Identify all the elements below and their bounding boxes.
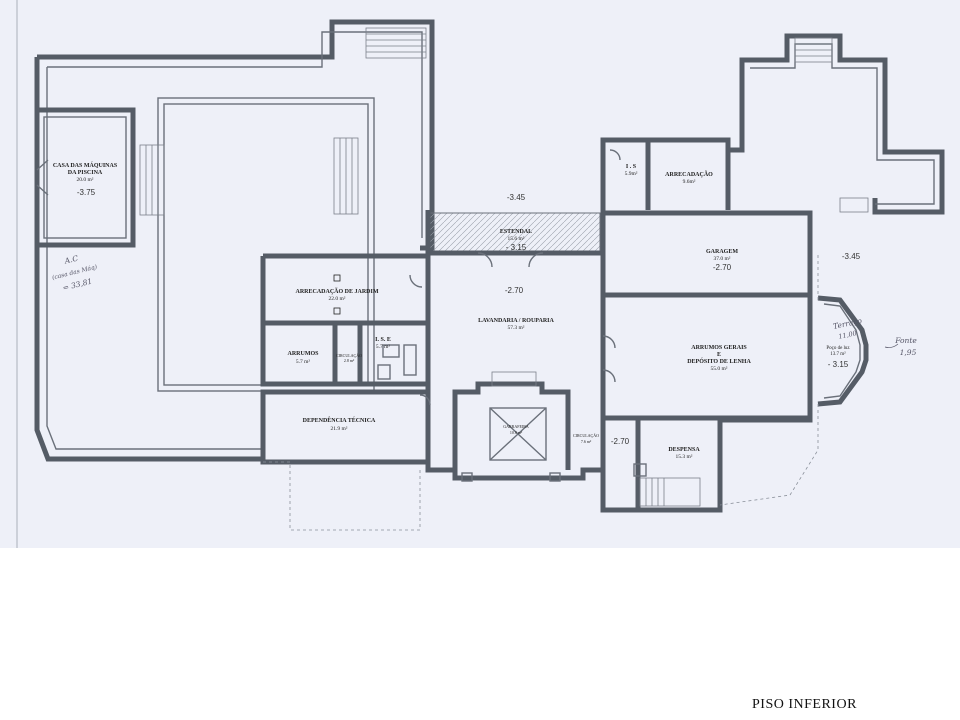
room-casa-maquinas [34, 107, 136, 248]
floor-plan-drawing: CASA DAS MÁQUINAS DA PISCINA 20.0 m² -3.… [16, 0, 945, 548]
ise-area: 5.7 m² [376, 344, 391, 350]
arrecadacao-name: ARRECADAÇÃO [665, 170, 713, 178]
handwritten-ac-1: A.C [63, 254, 80, 266]
poco-luz-area: 13.7 m² [830, 351, 846, 357]
sheet-title: PISO INFERIOR [752, 697, 857, 712]
handwritten-fonte-1: Fonte [894, 336, 917, 345]
arrumos-gerais-name-1: ARRUMOS GERAIS [691, 345, 747, 351]
arrumos-gerais-area: 55.0 m² [711, 366, 728, 372]
estendal-area: 15.6 m² [508, 236, 525, 242]
column-marker [333, 274, 341, 282]
garagem-area: 37.0 m² [714, 256, 731, 262]
garrafeira-name: GARRAFEIRA [503, 424, 529, 429]
circulacao-left-area: 2.8 m² [344, 358, 355, 363]
garrafeira-area: 10.0 m² [510, 430, 523, 435]
casa-maquinas-area: 20.0 m² [77, 177, 94, 183]
circulacao-level: -2.70 [611, 437, 630, 446]
despensa-area: 15.3 m² [676, 454, 693, 460]
arrumos-gerais-name-3: DEPÓSITO DE LENHA [687, 357, 751, 365]
handwritten-fonte-arrow [884, 343, 899, 348]
arrecadacao-area: 9.6m² [683, 179, 696, 185]
arrumos-name: ARRUMOS [288, 351, 320, 357]
arrumos-area: 5.7 m² [296, 359, 311, 365]
dependencia-tecnica-name: DEPENDÊNCIA TÉCNICA [303, 416, 376, 424]
central-block-walls [425, 210, 606, 482]
lavandaria-name: LAVANDARIA / ROUPARIA [478, 318, 554, 324]
despensa-name: DESPENSA [668, 447, 700, 453]
circulacao-right-name: CIRCULAÇÃO [573, 433, 599, 438]
right-block-walls [263, 33, 945, 531]
is-top-name: I . S [626, 164, 637, 170]
lavandaria-level: -2.70 [505, 286, 524, 295]
handwritten-fonte-2: 1,95 [900, 348, 917, 357]
exterior-right-level: -3.45 [842, 252, 861, 261]
floor-plan-sheet: CASA DAS MÁQUINAS DA PISCINA 20.0 m² -3.… [0, 0, 960, 548]
casa-maquinas-name-2: DA PISCINA [68, 170, 103, 176]
garagem-name: GARAGEM [706, 249, 738, 255]
handwritten-ac-3: = 33,81 [62, 277, 93, 293]
estendal-level: - 3.15 [506, 243, 527, 252]
circulacao-left-name: CIRCULAÇÃO [336, 353, 362, 358]
arrecadacao-jardim-area: 22.0 m² [329, 296, 346, 302]
arrumos-gerais-name-2: E [717, 352, 721, 358]
poco-luz-name: Poço de luz [826, 346, 850, 351]
garagem-level: -2.70 [713, 263, 732, 272]
dependencia-tecnica-area: 21.9 m² [331, 426, 348, 432]
casa-maquinas-level: -3.75 [77, 188, 96, 197]
column-marker [333, 307, 341, 315]
is-top-area: 5.9m² [625, 171, 638, 177]
estendal-name: ESTENDAL [500, 229, 532, 235]
circulacao-right-area: 7.6 m² [581, 439, 592, 444]
poco-luz-level: - 3.15 [828, 360, 849, 369]
ise-name: I. S. E [375, 337, 391, 343]
estendal-top-level: -3.45 [507, 193, 526, 202]
service-rooms-walls [260, 253, 431, 465]
door-swings [409, 149, 621, 406]
arrecadacao-jardim-name: ARRECADAÇÃO DE JARDIM [296, 287, 379, 295]
lavandaria-area: 57.3 m² [508, 325, 525, 331]
casa-maquinas-name-1: CASA DAS MÁQUINAS [53, 161, 118, 169]
handwritten-terraco-2: 11,00 [838, 329, 858, 341]
